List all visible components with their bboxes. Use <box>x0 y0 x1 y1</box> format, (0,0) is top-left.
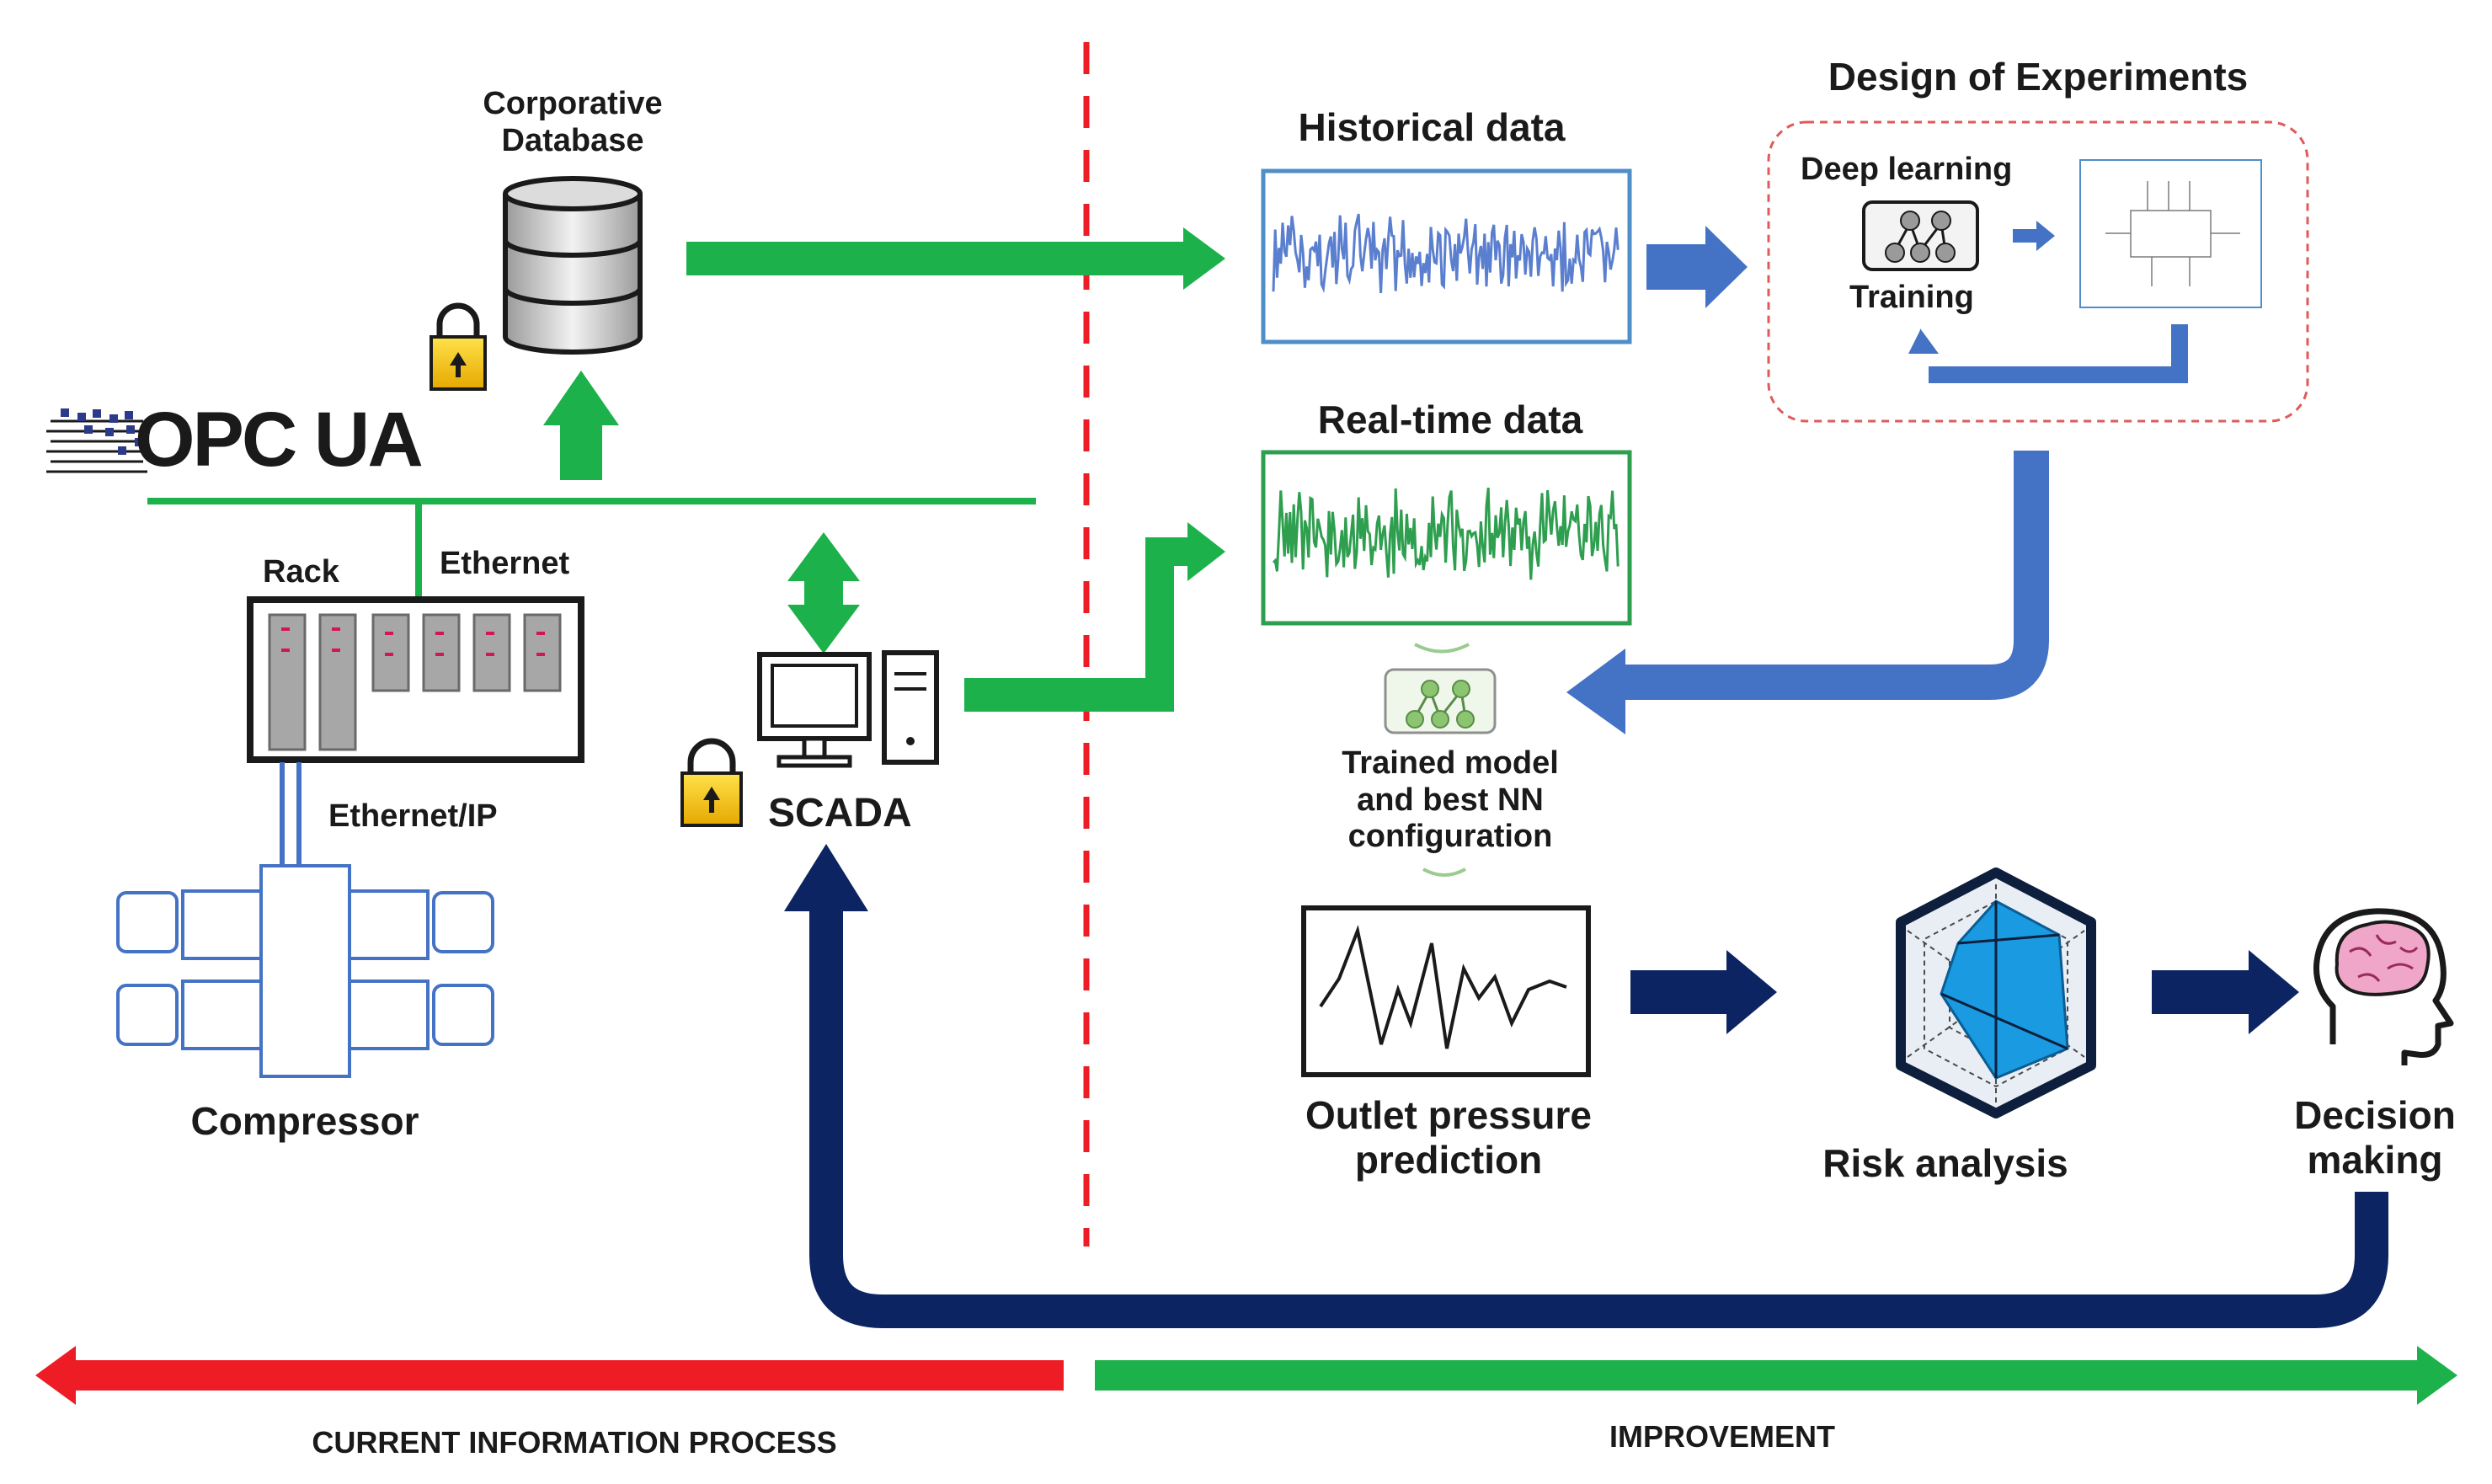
compressor-icon <box>116 864 494 1078</box>
outlet-pressure-label: Outlet pressure prediction <box>1305 1093 1592 1182</box>
doe-box <box>1767 120 2309 423</box>
realtime-signal <box>1272 487 1620 580</box>
training-loop-head <box>1908 330 1934 354</box>
ethernet-label: Ethernet <box>440 546 570 581</box>
arrow-to-doe <box>1646 226 1748 308</box>
training-label: Training <box>1849 280 1974 315</box>
arrow-to-decision <box>2152 950 2299 1034</box>
feedback-loop-head <box>784 844 868 911</box>
improvement-arrow <box>1095 1346 2457 1405</box>
training-loop-arrow <box>1918 324 2188 383</box>
rack <box>247 596 584 763</box>
doe-title: Design of Experiments <box>1828 55 2249 99</box>
prediction-panel <box>1301 905 1591 1077</box>
rack-label: Rack <box>263 554 339 590</box>
risk-radar-chart <box>1896 867 2096 1118</box>
prediction-signal <box>1319 924 1567 1049</box>
realtime-data-title: Real-time data <box>1317 398 1583 441</box>
doe-inner-arrow <box>2013 221 2055 251</box>
ethernet-ip-cable <box>280 762 301 867</box>
opc-ua-logo <box>46 408 147 473</box>
scada-lock-icon <box>680 738 743 827</box>
compressor-label: Compressor <box>190 1099 419 1143</box>
database-icon <box>503 176 643 355</box>
arrow-to-realtime <box>964 522 1225 712</box>
scada-bus-arrow <box>787 532 860 654</box>
scada-label: SCADA <box>768 791 912 835</box>
feedback-loop-arrow <box>809 910 2388 1328</box>
deep-learning-label: Deep learning <box>1801 152 2013 187</box>
risk-analysis-label: Risk analysis <box>1822 1141 2068 1185</box>
upload-arrow <box>543 371 619 480</box>
arrow-to-trained-model <box>1625 451 2049 700</box>
lock-icon <box>430 302 487 391</box>
trained-model-label: Trained model and best NN configuration <box>1342 745 1559 855</box>
historical-signal <box>1272 213 1620 294</box>
neural-network-icon <box>1862 200 1979 271</box>
arrow-to-trained-model-head <box>1566 649 1625 734</box>
bracket-top <box>1414 643 1470 654</box>
decision-making-label: Decision making <box>2294 1093 2456 1182</box>
historical-data-title: Historical data <box>1298 105 1566 149</box>
arrow-to-risk <box>1630 950 1777 1034</box>
computer-icon <box>757 650 939 768</box>
bracket-bottom <box>1422 867 1466 877</box>
corporative-database-label: Corporative Database <box>483 86 663 158</box>
current-process-label: CURRENT INFORMATION PROCESS <box>312 1425 837 1460</box>
current-process-arrow <box>35 1346 1064 1405</box>
arrow-to-historical <box>686 227 1225 290</box>
trained-network-icon <box>1384 668 1497 734</box>
historical-data-panel <box>1261 168 1632 344</box>
model-block-diagram <box>2079 159 2262 308</box>
improvement-label: IMPROVEMENT <box>1609 1419 1836 1454</box>
ethernet-ip-label: Ethernet/IP <box>328 798 498 834</box>
brain-head-icon <box>2313 908 2454 1065</box>
opc-ua-label: OPC UA <box>135 397 424 483</box>
